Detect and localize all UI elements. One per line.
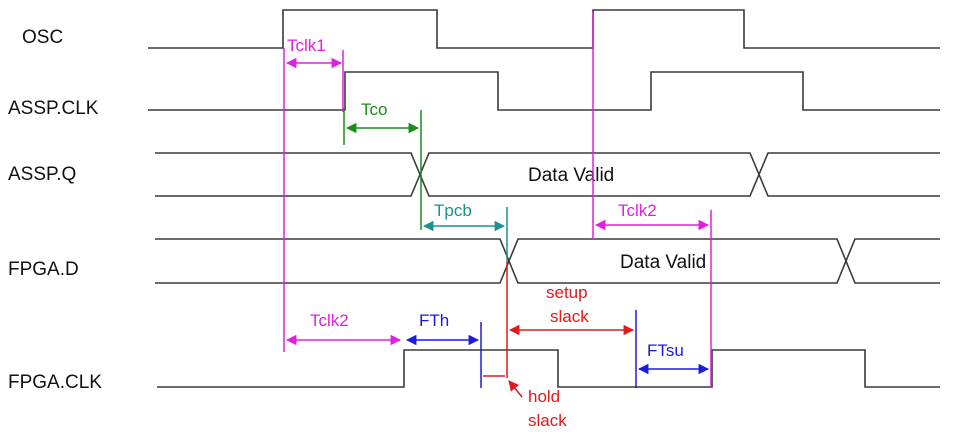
- signal-label-osc: OSC: [22, 27, 63, 48]
- hold-slack-label-line1: hold: [528, 387, 560, 406]
- fpga-d-bus: [155, 238, 940, 284]
- signal-label-assp-q: ASSP.Q: [8, 164, 76, 185]
- fth-label: FTh: [419, 311, 449, 330]
- ftsu-label: FTsu: [647, 341, 684, 360]
- tpcb-label: Tpcb: [434, 201, 472, 220]
- signal-label-assp-clk: ASSP.CLK: [8, 98, 99, 119]
- assp-clk-waveform: [148, 71, 940, 111]
- hold-slack-label-line2: slack: [528, 411, 567, 430]
- setup-slack-label-line1: setup: [546, 283, 588, 302]
- tclk2-bottom-label: Tclk2: [310, 311, 349, 330]
- fpga-d-data-valid-label: Data Valid: [620, 252, 706, 273]
- osc-waveform: [148, 9, 940, 49]
- assp-q-data-valid-label: Data Valid: [528, 165, 614, 186]
- assp-q-bus: [155, 152, 940, 197]
- signal-label-fpga-clk: FPGA.CLK: [8, 372, 102, 393]
- hold-slack-pointer: [508, 380, 523, 398]
- fpga-clk-waveform: [157, 349, 940, 388]
- setup-slack-label-line2: slack: [550, 307, 589, 326]
- tco-label: Tco: [361, 100, 387, 119]
- tclk-reference-lines: [283, 12, 712, 388]
- signal-label-fpga-d: FPGA.D: [8, 259, 79, 280]
- tclk2-top-label: Tclk2: [618, 201, 657, 220]
- tclk1-label: Tclk1: [287, 36, 326, 55]
